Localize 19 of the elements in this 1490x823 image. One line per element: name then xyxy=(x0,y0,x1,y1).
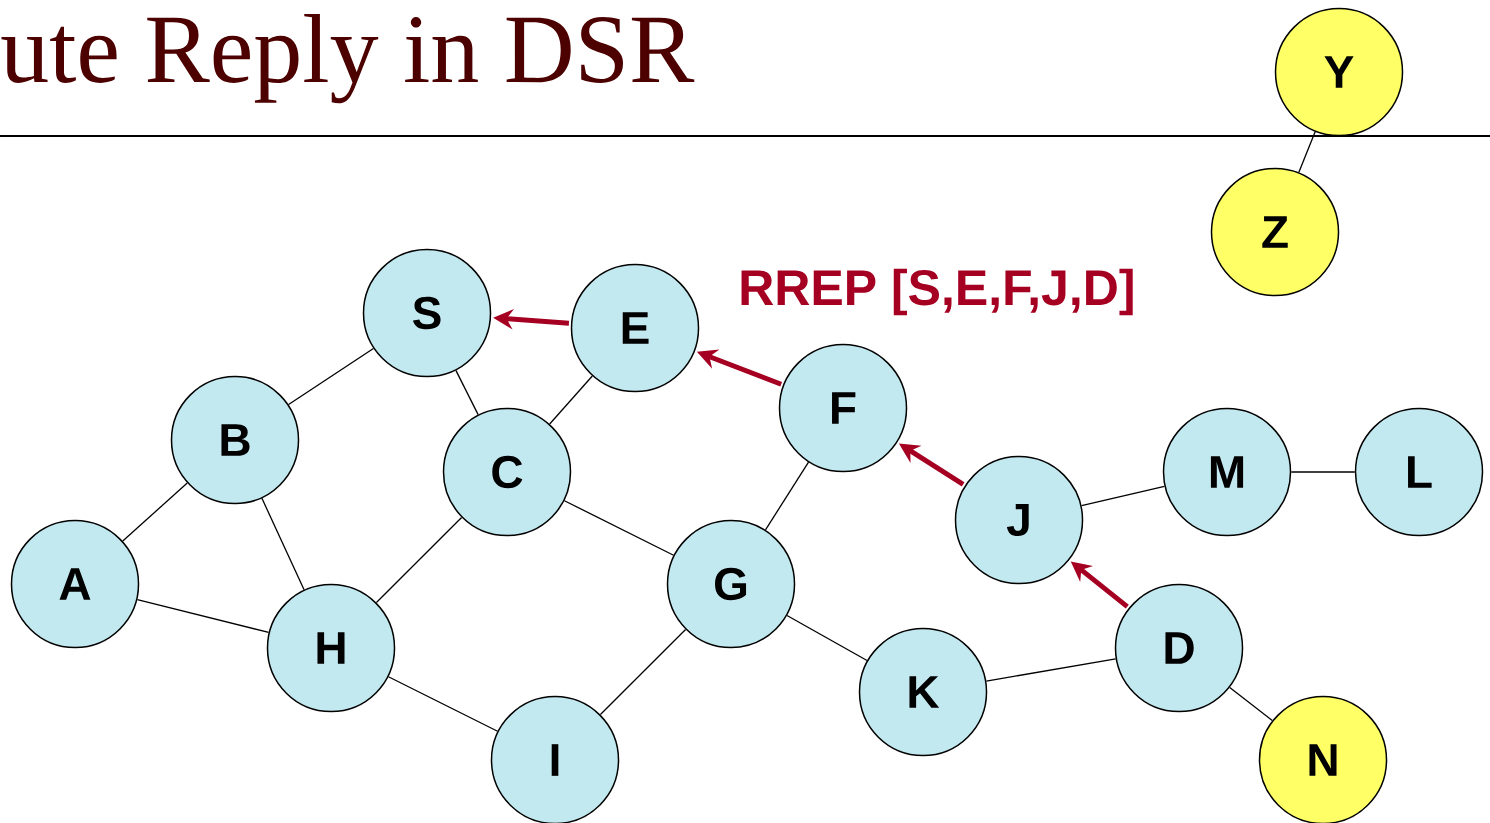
link-line xyxy=(122,482,188,542)
link-line xyxy=(287,347,375,406)
link-line xyxy=(455,369,479,416)
link-line xyxy=(1229,686,1273,722)
link-line xyxy=(549,375,593,425)
link-line xyxy=(387,676,499,732)
link-line xyxy=(764,461,810,531)
link-line xyxy=(985,658,1117,682)
link-line xyxy=(786,614,868,662)
link-line xyxy=(1298,131,1316,173)
title: ute Reply in DSR xyxy=(1,14,695,104)
message-label: RREP [S,E,F,J,D] xyxy=(741,268,1133,316)
link-line xyxy=(375,516,463,604)
link-line xyxy=(1080,485,1166,507)
link-line xyxy=(599,628,687,716)
link-line xyxy=(261,497,305,591)
link-line xyxy=(563,500,675,556)
link-line xyxy=(1290,471,1356,473)
link-line xyxy=(136,598,270,634)
